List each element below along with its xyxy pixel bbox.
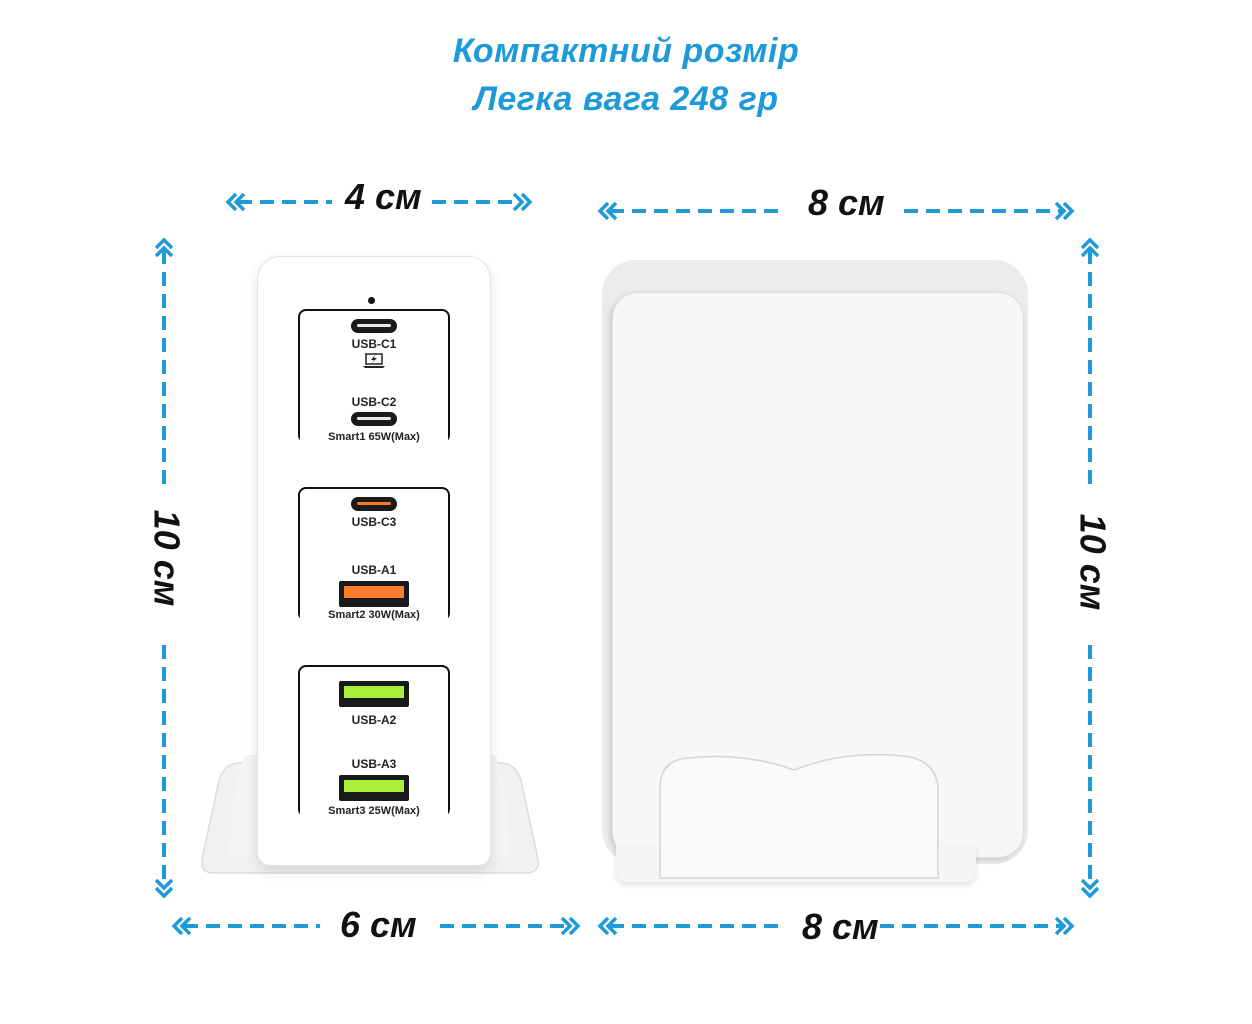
headline-light-weight: Легка вага 248 гр xyxy=(473,80,779,118)
usb-a2-port[interactable] xyxy=(339,681,409,707)
usb-a3-label: USB-A3 xyxy=(351,757,397,771)
dimension-front-top: 4 см xyxy=(345,176,422,217)
charger-body: USB-C1 USB-C2 Smart1 65W(Max) USB-C3 USB… xyxy=(258,257,490,865)
dimension-right-height: 10 см xyxy=(1072,513,1114,611)
charger-side-stand xyxy=(659,753,939,879)
usb-a1-port[interactable] xyxy=(339,581,409,607)
dimension-side-bottom: 8 см xyxy=(802,906,879,947)
usb-c3-label: USB-C3 xyxy=(351,515,397,529)
usb-c1-port[interactable] xyxy=(351,319,397,333)
smart1-power-label: Smart1 65W(Max) xyxy=(300,431,448,443)
led-indicator xyxy=(368,297,375,304)
dimension-front-bottom: 6 см xyxy=(340,904,417,945)
dimension-left-height: 10 см xyxy=(146,509,188,607)
smart3-power-label: Smart3 25W(Max) xyxy=(300,805,448,817)
usb-a1-label: USB-A1 xyxy=(351,563,397,577)
usb-c1-label: USB-C1 xyxy=(351,337,397,351)
headline-compact-size: Компактний розмір xyxy=(452,32,800,70)
port-group-smart2: USB-C3 USB-A1 Smart2 30W(Max) xyxy=(298,487,450,621)
dimension-side-top: 8 см xyxy=(808,182,885,223)
port-group-smart3: USB-A2 USB-A3 Smart3 25W(Max) xyxy=(298,665,450,817)
usb-c2-label: USB-C2 xyxy=(351,395,397,409)
smart2-power-label: Smart2 30W(Max) xyxy=(300,609,448,621)
port-group-smart1: USB-C1 USB-C2 Smart1 65W(Max) xyxy=(298,309,450,443)
usb-c3-port[interactable] xyxy=(351,497,397,511)
charger-side-view xyxy=(598,258,1038,888)
laptop-charging-icon xyxy=(363,353,385,368)
charger-front-view: USB-C1 USB-C2 Smart1 65W(Max) USB-C3 USB… xyxy=(200,255,540,885)
usb-c2-port[interactable] xyxy=(351,412,397,426)
usb-a3-port[interactable] xyxy=(339,775,409,801)
usb-a2-label: USB-A2 xyxy=(351,713,397,727)
